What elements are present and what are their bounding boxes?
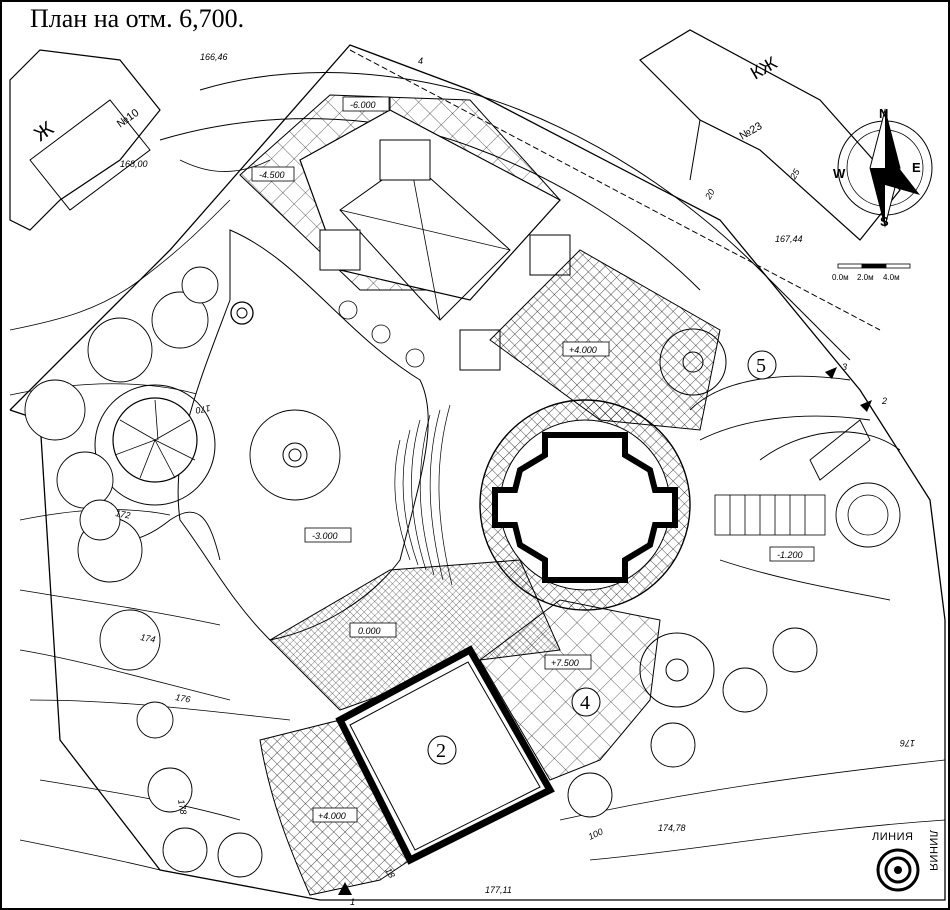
contour-label-2: 168,00 (120, 159, 148, 169)
stairs-east (714, 494, 826, 536)
scale-label-2: 4.0м (883, 273, 900, 282)
section-mark-2: 2 (860, 396, 887, 412)
scale-bar: 0.0м 2.0м 4.0м (832, 263, 911, 282)
compass-w: W (833, 166, 846, 181)
rotunda (479, 399, 691, 611)
contour-label-5: 172 (115, 508, 132, 520)
dimension-label-5: 18 (383, 866, 397, 880)
contour-label-8: 178 (176, 799, 188, 816)
fountain (249, 409, 341, 501)
trees-south-east (567, 627, 818, 818)
forecourt-south (259, 719, 411, 896)
compass-icon: N S E W (833, 106, 933, 229)
pergola-north (659, 328, 727, 396)
contour-label-10: 174,78 (658, 823, 686, 833)
zone-number-4: 4 (571, 687, 601, 717)
building-zh: Ж №10 (9, 49, 161, 231)
level-mark-3: +4.000 (562, 341, 610, 357)
svg-text:3: 3 (842, 362, 847, 372)
scale-label-1: 2.0м (857, 273, 874, 282)
compass-s: S (880, 214, 889, 229)
level-mark-8: +4.000 (312, 807, 358, 823)
flowerbed-east (847, 494, 889, 536)
svg-text:+4.000: +4.000 (318, 811, 346, 821)
svg-text:2: 2 (436, 740, 446, 762)
compass-n: N (879, 106, 888, 121)
contour-label-11: 177,11 (485, 885, 512, 895)
level-mark-5: 0.000 (349, 622, 397, 638)
logo-liniya: ЛИНИЯ ЛИНИЯ (872, 830, 939, 892)
stairs-west (394, 404, 453, 586)
building-kzh-number: №23 (738, 120, 765, 142)
dimension-label-2: 20 (703, 187, 717, 202)
logo-text-b: ЛИНИЯ (927, 830, 939, 871)
contour-label-7: 176 (175, 692, 192, 704)
level-mark-1: -6.000 (342, 96, 390, 112)
contour-label-9: 176 (900, 738, 915, 748)
svg-text:+4.000: +4.000 (569, 345, 597, 355)
svg-text:0.000: 0.000 (358, 626, 381, 636)
trees-west (24, 266, 263, 878)
level-mark-4: -3.000 (304, 527, 352, 543)
contour-label-3: 167,44 (775, 234, 803, 244)
circle-garden-west (91, 384, 221, 561)
zone-number-2: 2 (427, 735, 457, 765)
dimension-label-4: 100 (587, 826, 605, 841)
zone-number-5: 5 (747, 350, 777, 380)
compass-e: E (912, 160, 921, 175)
section-mark-3: 3 (825, 362, 847, 379)
shrubs-terrace (338, 300, 425, 368)
well-icon (230, 301, 254, 325)
svg-text:+7.500: +7.500 (551, 658, 579, 668)
east-garden (689, 375, 901, 601)
contour-label-4: 170 (195, 403, 212, 415)
dimension-label-3: 25 (788, 166, 803, 181)
site-boundary (9, 44, 946, 901)
svg-text:-1.200: -1.200 (777, 550, 803, 560)
svg-text:2: 2 (881, 396, 887, 406)
logo-text-a: ЛИНИЯ (872, 831, 913, 843)
level-mark-6: +7.500 (544, 654, 592, 670)
scale-label-0: 0.0м (832, 273, 849, 282)
upper-terrace (239, 94, 571, 371)
svg-text:-4.500: -4.500 (259, 170, 285, 180)
dimension-label-1: 4 (418, 56, 423, 66)
level-mark-2: -4.500 (251, 166, 295, 182)
svg-text:-3.000: -3.000 (312, 531, 338, 541)
section-mark-1: 1 (338, 882, 355, 907)
pergola-south (639, 632, 715, 708)
plaza-southeast (479, 599, 661, 781)
contour-label-1: 166,46 (200, 52, 228, 62)
svg-text:5: 5 (756, 355, 766, 377)
level-mark-7: -1.200 (769, 546, 815, 562)
svg-text:-6.000: -6.000 (350, 100, 376, 110)
svg-text:4: 4 (580, 692, 590, 714)
svg-text:1: 1 (350, 897, 355, 907)
plan-title: План на отм. 6,700. (30, 4, 245, 33)
building-kzh-label: КЖ (747, 52, 781, 83)
contour-label-6: 174 (140, 632, 157, 644)
